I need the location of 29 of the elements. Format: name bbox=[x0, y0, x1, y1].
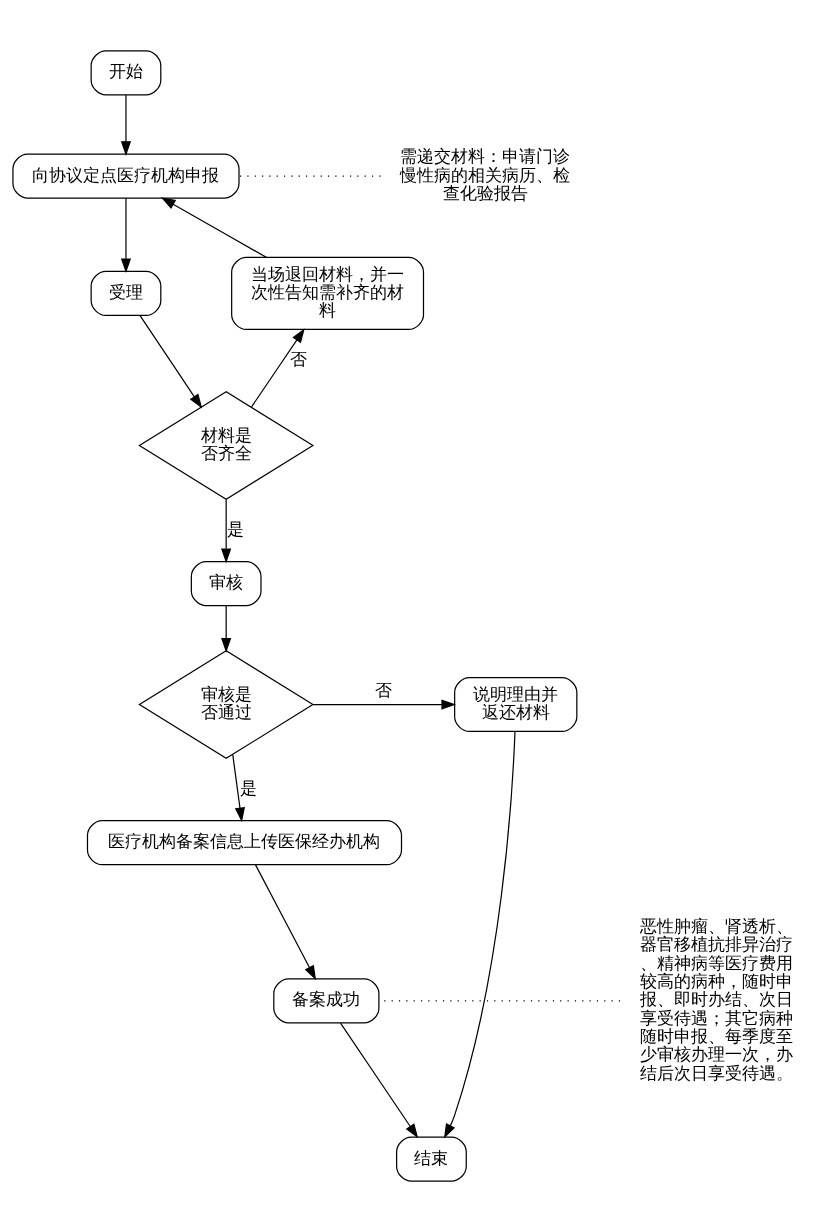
arrow bbox=[120, 197, 132, 274]
node-text: 恶性肿瘤、肾透析、器官移植抗排异治疗、精神病等医疗费用较高的病种，随时申报、即时办结、次日享受待遇；其它病种随时申报、每季度至少审核办理一次，办结后次日享受待遇。 bbox=[639, 916, 793, 1083]
arrow bbox=[221, 498, 232, 564]
node-text: 需递交材料：申请门诊慢性病的相关病历、检查化验报告 bbox=[400, 146, 571, 203]
arrow bbox=[160, 197, 268, 258]
edge-label: 是 bbox=[226, 518, 244, 539]
node-box: 医疗机构备案信息上传医保经办机构 bbox=[86, 820, 403, 866]
arrow bbox=[254, 864, 317, 981]
node-box: 受理 bbox=[90, 270, 162, 317]
node-box: 说明理由并返还材料 bbox=[454, 677, 578, 733]
node-box: 结束 bbox=[396, 1136, 467, 1182]
arrow bbox=[250, 328, 305, 408]
node-diamond: 审核是否通过 bbox=[138, 650, 315, 760]
connector bbox=[238, 175, 382, 177]
edge-label: 是 bbox=[240, 778, 258, 799]
arrow bbox=[312, 699, 457, 710]
arrow bbox=[221, 605, 232, 653]
node-box: 备案成功 bbox=[273, 978, 380, 1024]
edge-label: 否 bbox=[290, 349, 308, 370]
node-box: 审核 bbox=[190, 561, 262, 607]
node-box: 开始 bbox=[90, 50, 162, 96]
edge-label: 否 bbox=[375, 680, 393, 701]
arrow bbox=[339, 1022, 419, 1139]
arrow bbox=[443, 731, 516, 1139]
arrow bbox=[232, 753, 246, 823]
node-box: 当场退回材料，并一次性告知需补齐的材料 bbox=[231, 256, 425, 331]
node-box: 向协议定点医疗机构申报 bbox=[12, 153, 240, 199]
arrow bbox=[120, 94, 132, 156]
arrow bbox=[139, 314, 203, 409]
